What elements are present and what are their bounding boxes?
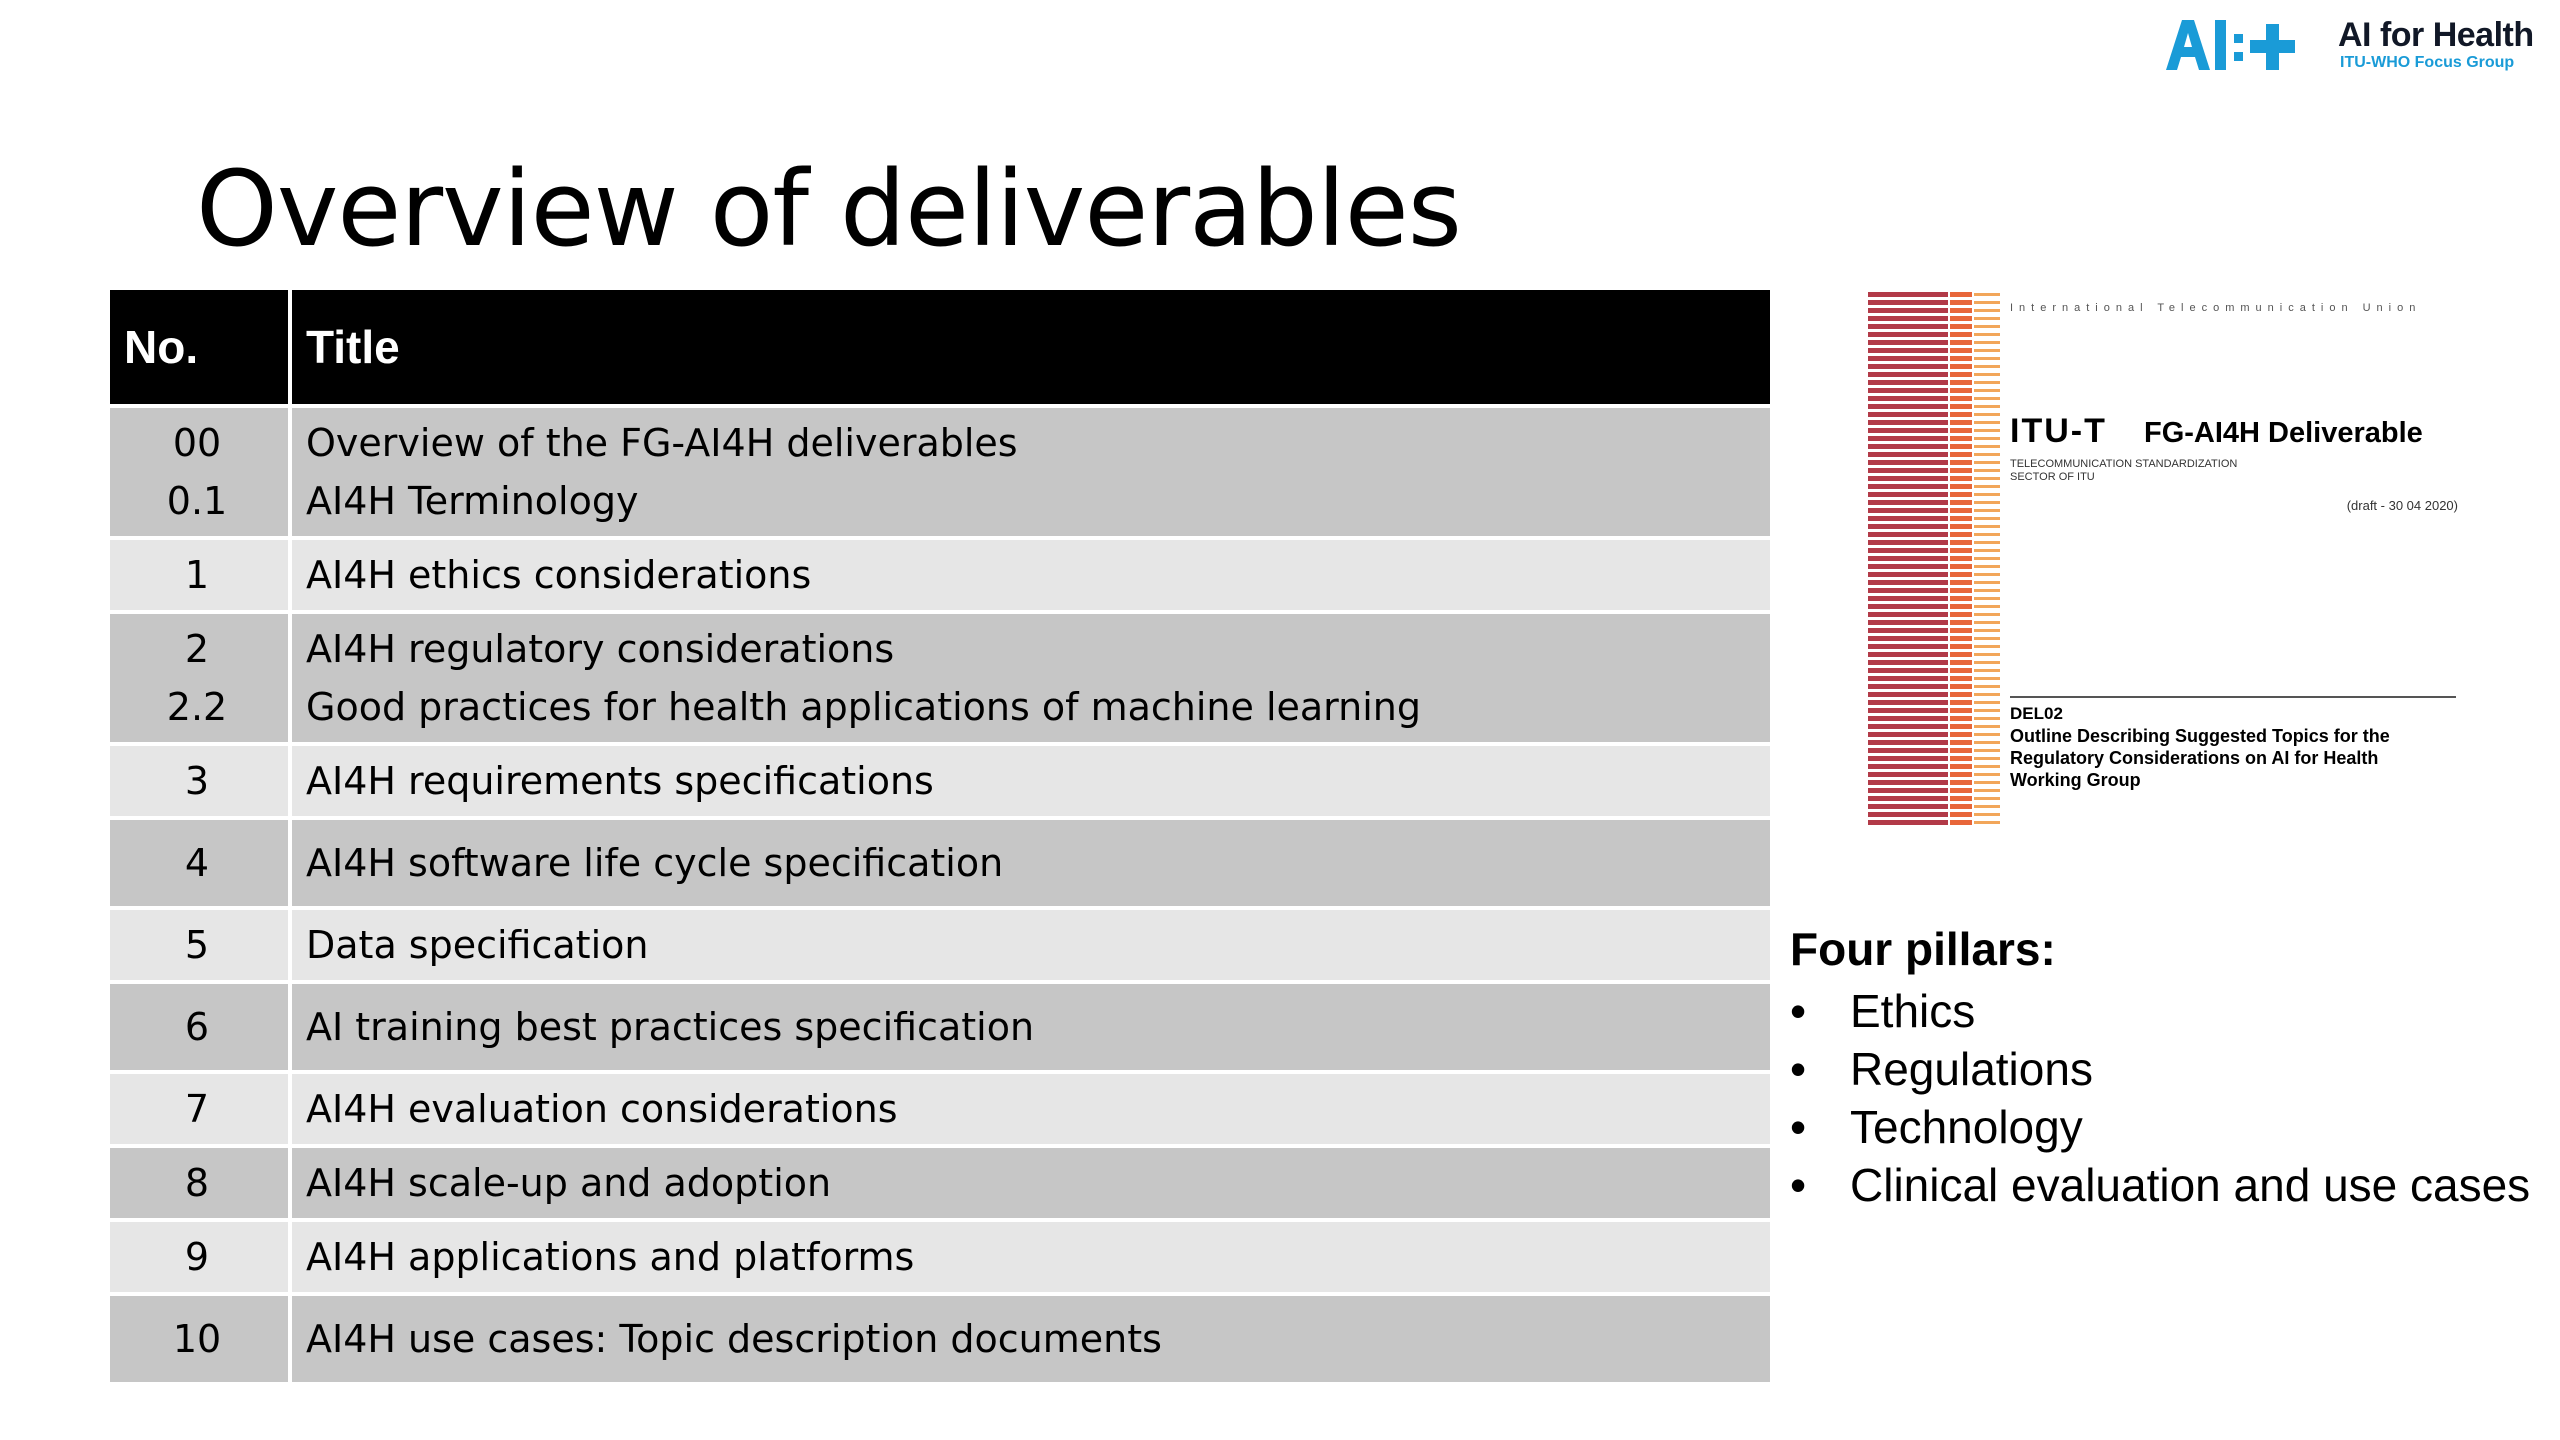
- deliverable-number: 8: [184, 1161, 210, 1205]
- ai-for-health-logo: AI for Health ITU-WHO Focus Group: [2162, 14, 2547, 76]
- deliverable-number-cell: 6: [110, 984, 292, 1070]
- deliverable-title-cell: AI4H applications and platforms: [292, 1222, 1770, 1292]
- deliverable-number: 4: [184, 841, 210, 885]
- deliverable-title: AI4H ethics considerations: [306, 553, 812, 597]
- deliverable-title-cell: AI4H evaluation considerations: [292, 1074, 1770, 1144]
- table-row: 3 AI4H requirements specifications: [110, 746, 1770, 816]
- deliverable-title-cell: AI training best practices specification: [292, 984, 1770, 1070]
- deliverable-number: 3: [184, 759, 210, 803]
- deliverable-number-cell: 7: [110, 1074, 292, 1144]
- cover-code: DEL02: [2010, 704, 2063, 723]
- deliverable-number: 10: [172, 1317, 222, 1361]
- cover-description: Outline Describing Suggested Topics for …: [2010, 726, 2390, 790]
- column-header-title: Title: [292, 290, 1770, 404]
- pillar-item: • Regulations: [1790, 1040, 2530, 1098]
- deliverable-number: 7: [184, 1087, 210, 1131]
- bullet-icon: •: [1790, 1101, 1807, 1153]
- deliverable-number-cell: 10: [110, 1296, 292, 1382]
- table-row: 1 AI4H ethics considerations: [110, 540, 1770, 610]
- pillars-list: • Ethics • Regulations • Technology • Clinical …: [1790, 982, 2530, 1214]
- table-row: 9 AI4H applications and platforms: [110, 1222, 1770, 1292]
- deliverable-number: 0.1: [166, 479, 228, 523]
- deliverable-number: 9: [184, 1235, 210, 1279]
- deliverable-title: AI4H applications and platforms: [306, 1235, 915, 1279]
- cover-divider: [2010, 696, 2456, 698]
- deliverable-title-cell: AI4H software life cycle specification: [292, 820, 1770, 906]
- bullet-icon: •: [1790, 1159, 1807, 1211]
- pillar-item: • Technology: [1790, 1098, 2530, 1156]
- pillar-label: Regulations: [1850, 1043, 2093, 1095]
- deliverable-title: AI4H evaluation considerations: [306, 1087, 898, 1131]
- pillar-label: Clinical evaluation and use cases: [1850, 1159, 2531, 1211]
- pillar-label: Technology: [1850, 1101, 2083, 1153]
- table-row: 7 AI4H evaluation considerations: [110, 1074, 1770, 1144]
- cover-deliverable-label: FG-AI4H Deliverable: [2144, 417, 2423, 449]
- deliverable-title: AI4H use cases: Topic description docume…: [306, 1317, 1162, 1361]
- cover-sector: TELECOMMUNICATION STANDARDIZATION SECTOR…: [2010, 458, 2238, 483]
- deliverable-number-cell: 5: [110, 910, 292, 980]
- ai-plus-logo-icon: [2166, 20, 2295, 70]
- cover-org-line: International Telecommunication Union: [2010, 302, 2422, 314]
- table-row: 8 AI4H scale-up and adoption: [110, 1148, 1770, 1218]
- deliverable-number: 2.2: [166, 685, 228, 729]
- deliverable-title: Data specification: [306, 923, 649, 967]
- deliverable-cover-image: International Telecommunication Union IT…: [1866, 290, 2458, 826]
- deliverable-title: AI4H software life cycle specification: [306, 841, 1004, 885]
- deliverable-title: AI4H requirements specifications: [306, 759, 934, 803]
- deliverable-title: Overview of the FG-AI4H deliverables: [306, 421, 1018, 465]
- table-row: 10 AI4H use cases: Topic description docu…: [110, 1296, 1770, 1382]
- cover-stripe-pattern: [1868, 292, 2000, 825]
- deliverable-number-cell: 1: [110, 540, 292, 610]
- logo-subtitle: ITU-WHO Focus Group: [2340, 54, 2515, 71]
- deliverable-number: 1: [184, 553, 210, 597]
- deliverable-title: AI training best practices specification: [306, 1005, 1035, 1049]
- deliverable-number: 5: [184, 923, 210, 967]
- table-row: 5 Data specification: [110, 910, 1770, 980]
- pillar-label: Ethics: [1850, 985, 1976, 1037]
- pillars-heading: Four pillars:: [1790, 923, 2056, 975]
- bullet-icon: •: [1790, 985, 1807, 1037]
- pillar-item: • Ethics: [1790, 982, 2530, 1040]
- deliverable-title-cell: AI4H use cases: Topic description docume…: [292, 1296, 1770, 1382]
- deliverable-number: 6: [184, 1005, 210, 1049]
- deliverable-number: 00: [172, 421, 222, 465]
- deliverable-number-cell: 9: [110, 1222, 292, 1292]
- column-header-no: No.: [110, 290, 292, 404]
- bullet-icon: •: [1790, 1043, 1807, 1095]
- cover-draft-date: (draft - 30 04 2020): [2346, 498, 2458, 513]
- table-header-row: No. Title: [110, 290, 1770, 404]
- page-title: Overview of deliverables: [196, 148, 1462, 270]
- deliverable-title: Good practices for health applications o…: [306, 685, 1421, 729]
- pillars-section: Four pillars: • Ethics • Regulations • Techno…: [1790, 922, 2530, 1214]
- deliverable-title: AI4H Terminology: [306, 479, 639, 523]
- deliverable-title-cell: AI4H ethics considerations: [292, 540, 1770, 610]
- deliverable-number-cell: 8: [110, 1148, 292, 1218]
- deliverable-number-cell: 4: [110, 820, 292, 906]
- deliverable-title: AI4H regulatory considerations: [306, 627, 895, 671]
- deliverable-title-cell: AI4H scale-up and adoption: [292, 1148, 1770, 1218]
- deliverable-number: 2: [184, 627, 210, 671]
- deliverable-title-cell: Data specification: [292, 910, 1770, 980]
- table-row: 6 AI training best practices specificatio…: [110, 984, 1770, 1070]
- deliverable-title: AI4H scale-up and adoption: [306, 1161, 832, 1205]
- deliverable-title-cell: AI4H requirements specifications: [292, 746, 1770, 816]
- table-row: 4 AI4H software life cycle specification: [110, 820, 1770, 906]
- deliverable-number-cell: 3: [110, 746, 292, 816]
- pillar-item: • Clinical evaluation and use cases: [1790, 1156, 2530, 1214]
- cover-itu-t: ITU-T: [2010, 412, 2107, 450]
- logo-title: AI for Health: [2338, 16, 2534, 54]
